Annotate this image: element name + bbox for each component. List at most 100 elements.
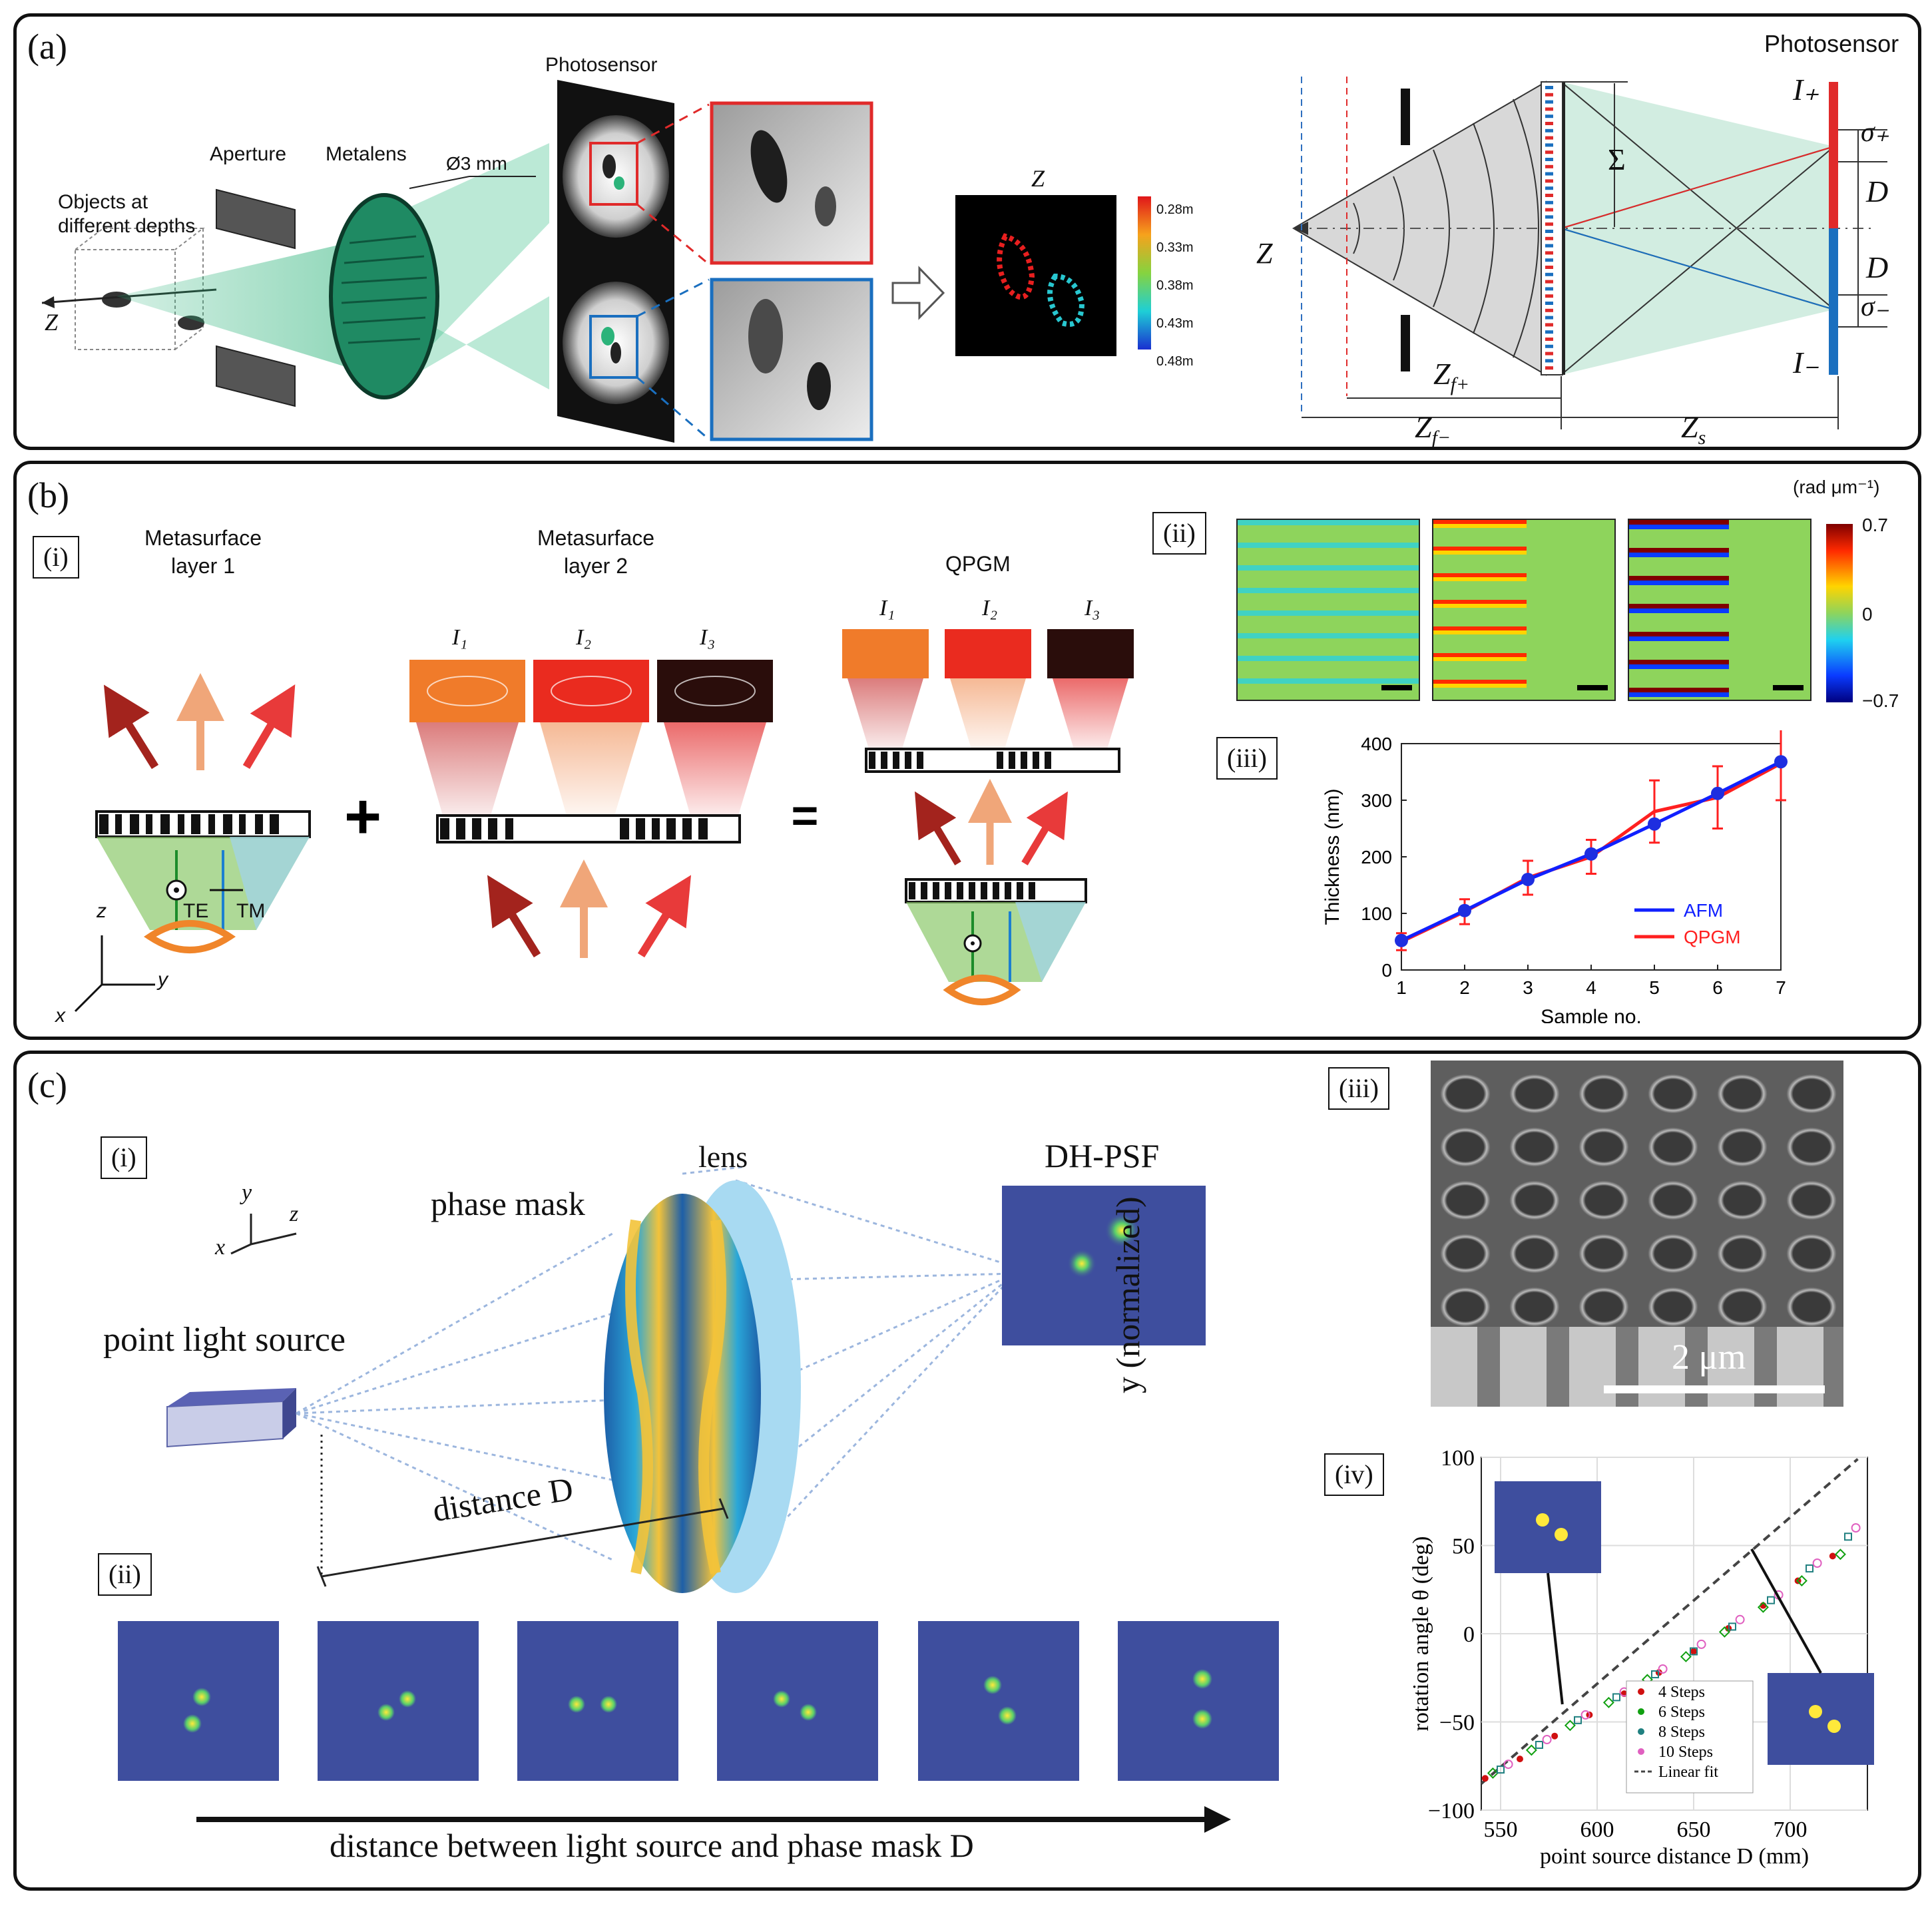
x-tick-label: 550 [1484, 1817, 1518, 1842]
data-point [1574, 1716, 1582, 1724]
stripe [682, 818, 692, 839]
y-axis-label: Thickness (nm) [1322, 788, 1343, 925]
stripe [869, 752, 875, 769]
stripe [160, 814, 170, 834]
l2-intensity-3: I₃ [700, 625, 716, 650]
aperture-bottom [216, 345, 296, 407]
data-point [1481, 1775, 1489, 1782]
psf-frame-5 [918, 1621, 1079, 1781]
nano-pillar [1545, 323, 1553, 327]
data-point [1521, 873, 1535, 886]
diameter-label: Ø3 mm [446, 153, 507, 174]
zf-plus: Zf+ [1433, 356, 1469, 396]
psf-frame-6 [1118, 1621, 1279, 1781]
data-point [1767, 1596, 1775, 1604]
zf-plus-z: Z [1433, 357, 1451, 391]
linear-fit-line [1480, 1458, 1859, 1785]
plus-sign: + [344, 781, 381, 852]
data-point [1612, 1693, 1620, 1702]
axis-z-label: z [97, 900, 107, 922]
legend-label: 6 Steps [1658, 1704, 1705, 1721]
psf-inset [1768, 1673, 1874, 1765]
stripe [456, 818, 465, 839]
panel-a-tag: (a) [27, 27, 67, 67]
panel-c: (c) (i) (ii) (iii) (iv) [13, 1051, 1921, 1891]
nano-pillar [1545, 172, 1553, 176]
x-tick-label: 1 [1396, 977, 1407, 998]
metasurface-stripes [1545, 86, 1553, 370]
stripe [893, 752, 899, 769]
x-tick-label: 7 [1776, 977, 1786, 998]
layer2-line1: Metasurface [537, 526, 655, 550]
stripe [505, 818, 513, 839]
nano-pillar [1545, 86, 1553, 89]
x-tick-label: 2 [1459, 977, 1470, 998]
stripe [255, 814, 263, 834]
x-tick-label: 4 [1586, 977, 1596, 998]
legend-label: Linear fit [1658, 1764, 1718, 1781]
stripe [146, 814, 152, 834]
x-axis-label: point source distance D (mm) [1540, 1844, 1809, 1869]
psf-spot [1827, 1720, 1841, 1733]
psf-frame-4 [717, 1621, 878, 1781]
q-intensity-1: I₁ [879, 596, 895, 620]
zs-sub: s [1698, 427, 1706, 449]
qpgm-bottom-stripes [909, 882, 1035, 899]
depth-tick: 0.38m [1156, 278, 1194, 293]
stripe [1033, 752, 1039, 769]
data-point [1844, 1533, 1852, 1541]
axis-x-label: x [55, 1005, 65, 1027]
sigma-minus: σ₋ [1861, 292, 1889, 322]
data-point [1487, 1767, 1499, 1779]
green-beam [117, 236, 376, 376]
nano-pillar [1545, 359, 1553, 363]
arrow-caption: distance between light source and phase … [330, 1827, 974, 1864]
data-point [1829, 1552, 1836, 1560]
zoom-image-red [710, 101, 873, 265]
depth-map-z: Z [1031, 165, 1045, 192]
panel-b-ii-tag: (ii) [1152, 512, 1206, 555]
zf-minus-sub: f− [1431, 427, 1451, 449]
stripe [115, 814, 122, 834]
stripe [905, 752, 911, 769]
panel-a: (a) [13, 13, 1921, 450]
panel-c-illustration [166, 1166, 1231, 1833]
data-point [1680, 1650, 1692, 1662]
data-point [1517, 1756, 1523, 1763]
stripe [909, 882, 915, 899]
panel-b-illustration: + = [74, 629, 1134, 1013]
data-point [1542, 1735, 1552, 1744]
nano-pillar [1545, 107, 1553, 111]
y-tick-label: 200 [1361, 847, 1392, 867]
nano-pillar [1545, 338, 1553, 341]
stripe [239, 814, 246, 834]
legend-label: 8 Steps [1658, 1724, 1705, 1741]
nano-pillar [1545, 208, 1553, 212]
dh-psf-image [1002, 1186, 1206, 1345]
stripe [178, 814, 184, 834]
data-point [1564, 1720, 1576, 1732]
heatmap-1 [1236, 519, 1420, 701]
stripe [223, 814, 232, 834]
stripe [208, 814, 215, 834]
data-point [1806, 1564, 1813, 1572]
stripe [472, 818, 481, 839]
axis-y-label: y [242, 1180, 252, 1205]
stripe [99, 814, 109, 834]
inset-pointer [1750, 1548, 1822, 1674]
stripe [488, 818, 497, 839]
red-roi [589, 142, 638, 206]
colorbar-unit: (rad μm⁻¹) [1793, 477, 1880, 497]
depth-tick: 0.48m [1156, 354, 1194, 369]
stripe [1017, 882, 1023, 899]
schematic-z: Z [1256, 237, 1273, 270]
colorbar-tick-top: 0.7 [1862, 515, 1888, 535]
stripe [917, 752, 923, 769]
x-tick-label: 600 [1580, 1817, 1614, 1842]
legend-marker [1638, 1708, 1644, 1715]
data-point [1728, 1622, 1736, 1631]
data-point [1690, 1647, 1698, 1656]
layer1-arrows [103, 673, 296, 770]
stripe [130, 814, 139, 834]
